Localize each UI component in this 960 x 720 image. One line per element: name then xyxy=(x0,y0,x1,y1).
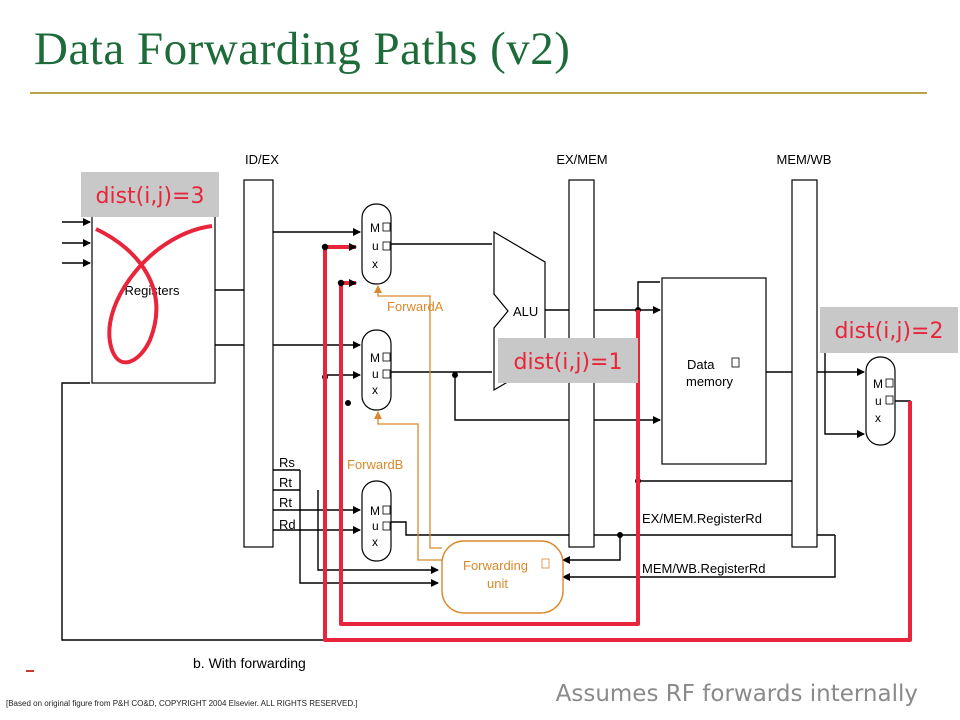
forward-path-dist2 xyxy=(323,243,912,642)
mux-label: u xyxy=(372,367,379,381)
data-memory-label: memory xyxy=(686,374,733,389)
mux-label: M xyxy=(370,504,380,518)
mux-label: x xyxy=(372,535,378,549)
memwb-registerrd-label: MEM/WB.RegisterRd xyxy=(642,561,766,576)
register-file-internal-loop xyxy=(95,224,213,365)
memwb-label: MEM/WB xyxy=(777,152,832,167)
title-divider xyxy=(30,92,927,94)
data-memory-label: Data xyxy=(687,357,715,372)
field-label-rt: Rt xyxy=(279,495,292,510)
callout-dist2: dist(i,j)=2 xyxy=(820,307,958,353)
callout-dist1-text: dist(i,j)=1 xyxy=(514,350,623,375)
mux-label: M xyxy=(370,351,380,365)
mux-label: x xyxy=(875,411,881,425)
callout-dist2-text: dist(i,j)=2 xyxy=(835,319,944,344)
exmem-registerrd-label: EX/MEM.RegisterRd xyxy=(642,511,762,526)
mux-rd-select xyxy=(361,480,392,562)
field-label-rs: Rs xyxy=(279,455,295,470)
callout-dist3-text: dist(i,j)=3 xyxy=(96,184,205,209)
forward-b-label: ForwardB xyxy=(347,457,403,472)
callout-dist1: dist(i,j)=1 xyxy=(498,338,638,383)
mux-label: u xyxy=(875,394,882,408)
forwarding-unit-label: Forwarding xyxy=(463,558,528,573)
mux-label: x xyxy=(372,383,378,397)
slide-title: Data Forwarding Paths (v2) xyxy=(34,23,571,75)
exmem-label: EX/MEM xyxy=(556,152,607,167)
mux-label: M xyxy=(370,221,380,235)
memwb-register xyxy=(791,179,818,548)
mux-label: x xyxy=(372,257,378,271)
mux-label: u xyxy=(372,519,379,533)
field-label-rd: Rd xyxy=(279,517,296,532)
mux-forward-b xyxy=(361,329,392,411)
mux-label: M xyxy=(873,377,883,391)
mux-label: u xyxy=(372,239,379,253)
forward-a-label: ForwardA xyxy=(387,299,444,314)
assumption-note: Assumes RF forwards internally xyxy=(555,681,918,707)
forwarding-unit-label: unit xyxy=(487,576,508,591)
callout-dist3: dist(i,j)=3 xyxy=(81,172,219,217)
field-label-rt: Rt xyxy=(279,475,292,490)
alu-label: ALU xyxy=(513,304,538,319)
forward-path-dist1 xyxy=(339,279,640,626)
idex-label: ID/EX xyxy=(245,152,279,167)
diagram-caption: b. With forwarding xyxy=(193,655,306,671)
slide-marker xyxy=(26,670,34,672)
data-memory xyxy=(661,277,767,465)
idex-register xyxy=(243,179,274,548)
figure-credit: [Based on original figure from P&H CO&D,… xyxy=(6,699,358,708)
forwarding-unit xyxy=(441,540,564,614)
